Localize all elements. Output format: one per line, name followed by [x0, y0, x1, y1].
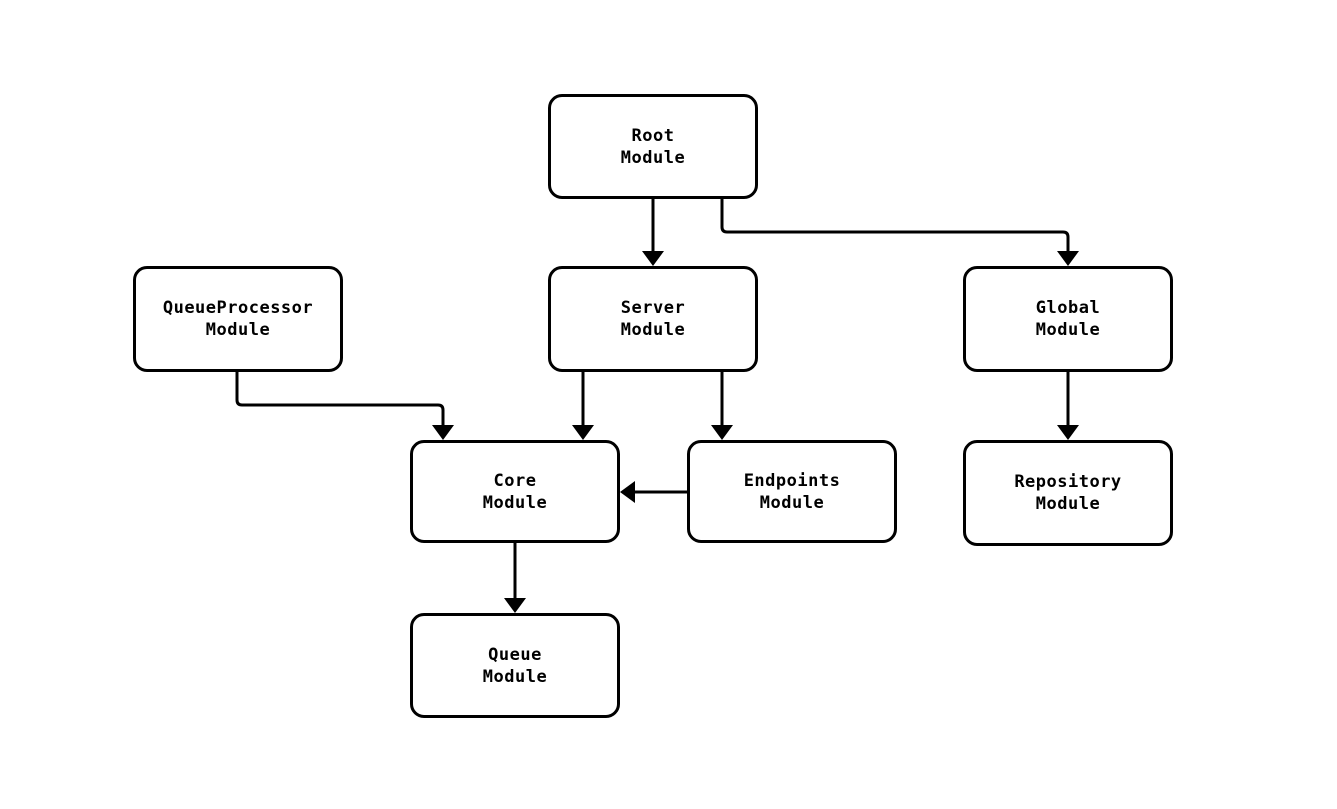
arrowhead — [711, 425, 733, 440]
node-queueprocessor[interactable]: QueueProcessor Module — [133, 266, 343, 372]
node-server-label-line1: Server — [620, 298, 686, 318]
edge-core-to-queue — [504, 543, 526, 613]
node-core-label-line2: Module — [482, 492, 548, 513]
node-root-label-line1: Root — [631, 125, 675, 146]
node-repository-label-line2: Module — [1035, 494, 1101, 514]
edge-global-to-repository — [1057, 372, 1079, 440]
node-queueprocessor-label-line1: QueueProcessor — [162, 298, 314, 318]
node-root[interactable]: Root Module — [548, 94, 758, 199]
arrowhead — [572, 425, 594, 440]
edge-root-to-global — [720, 199, 1079, 266]
node-core-label-line1: Core — [493, 470, 537, 491]
edge-server-to-endpoints — [711, 372, 733, 440]
node-global[interactable]: Global Module — [963, 266, 1173, 372]
arrowhead — [1057, 251, 1079, 266]
node-root-label-line2: Module — [620, 147, 686, 168]
node-endpoints-label-line1: Endpoints — [743, 470, 841, 491]
edge-endpoints-to-core — [620, 481, 687, 503]
edge-server-to-core — [572, 372, 594, 440]
node-queue-label-line2: Module — [482, 666, 548, 687]
node-queueprocessor-label-line2: Module — [205, 320, 271, 340]
node-core[interactable]: Core Module — [410, 440, 620, 543]
node-global-label-line2: Module — [1035, 320, 1101, 340]
node-server-label-line2: Module — [620, 320, 686, 340]
node-global-label-line1: Global — [1035, 298, 1101, 318]
arrowhead — [642, 251, 664, 266]
arrowhead — [432, 425, 454, 440]
node-queue[interactable]: Queue Module — [410, 613, 620, 718]
edge-root-to-server — [642, 199, 664, 266]
node-repository[interactable]: Repository Module — [963, 440, 1173, 546]
arrowhead — [504, 598, 526, 613]
arrowhead — [1057, 425, 1079, 440]
node-repository-label-line1: Repository — [1014, 472, 1122, 492]
node-queue-label-line1: Queue — [488, 644, 542, 665]
edge-queueprocessor-to-core — [235, 372, 454, 440]
arrowhead — [620, 481, 635, 503]
node-endpoints[interactable]: Endpoints Module — [687, 440, 897, 543]
node-endpoints-label-line2: Module — [759, 492, 825, 513]
node-server[interactable]: Server Module — [548, 266, 758, 372]
